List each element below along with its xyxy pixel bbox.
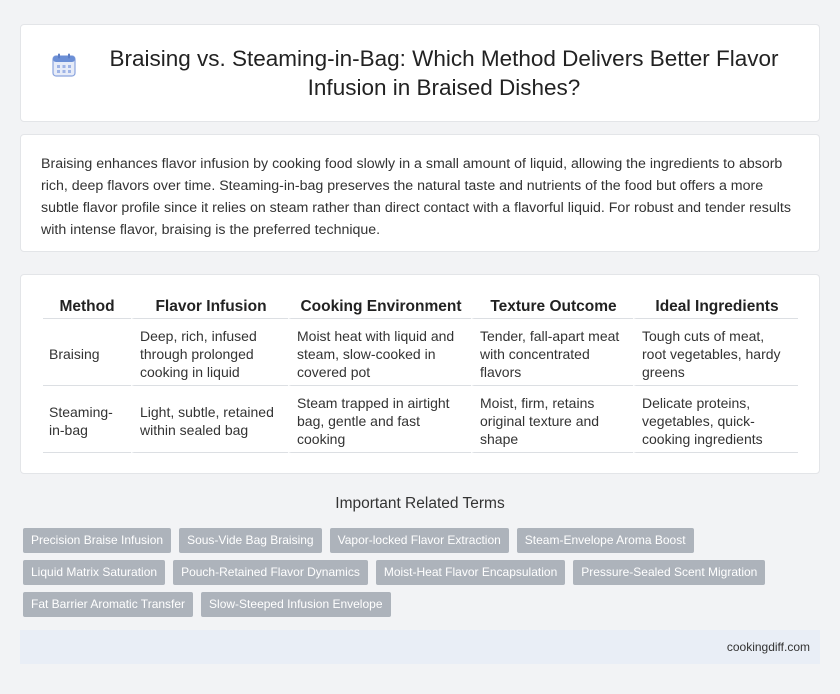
related-term-tag[interactable]: Liquid Matrix Saturation <box>23 560 166 585</box>
cell-method: Steaming-in-bag <box>43 386 131 453</box>
header-method: Method <box>43 293 131 319</box>
comparison-card: Method Flavor Infusion Cooking Environme… <box>20 274 820 474</box>
title-card: Braising vs. Steaming-in-Bag: Which Meth… <box>20 24 820 122</box>
table-row: Braising Deep, rich, infused through pro… <box>43 319 798 386</box>
cell-ideal-ingredients: Delicate proteins, vegetables, quick-coo… <box>633 386 798 453</box>
related-term-tag[interactable]: Pouch-Retained Flavor Dynamics <box>173 560 368 585</box>
header-ideal-ingredients: Ideal Ingredients <box>633 293 798 319</box>
related-term-tag[interactable]: Steam-Envelope Aroma Boost <box>516 528 694 553</box>
related-term-tag[interactable]: Precision Braise Infusion <box>23 528 172 553</box>
title-wrap: Braising vs. Steaming-in-Bag: Which Meth… <box>51 44 789 102</box>
header-cooking-environment: Cooking Environment <box>288 293 471 319</box>
cell-ideal-ingredients: Tough cuts of meat, root vegetables, har… <box>633 319 798 386</box>
calendar-icon <box>52 53 76 77</box>
cell-method: Braising <box>43 319 131 386</box>
cell-texture-outcome: Tender, fall-apart meat with concentrate… <box>471 319 633 386</box>
cell-flavor-infusion: Deep, rich, infused through prolonged co… <box>131 319 288 386</box>
related-terms-title: Important Related Terms <box>335 495 505 512</box>
cell-cooking-environment: Moist heat with liquid and steam, slow-c… <box>288 319 471 386</box>
footer-site-link[interactable]: cookingdiff.com <box>726 640 810 654</box>
related-term-tag[interactable]: Slow-Steeped Infusion Envelope <box>201 592 391 617</box>
table-row: Steaming-in-bag Light, subtle, retained … <box>43 386 798 453</box>
header-texture-outcome: Texture Outcome <box>471 293 633 319</box>
related-term-tag[interactable]: Pressure-Sealed Scent Migration <box>573 560 766 585</box>
intro-paragraph: Braising enhances flavor infusion by coo… <box>41 156 791 238</box>
intro-card: Braising enhances flavor infusion by coo… <box>20 134 820 252</box>
footer: cookingdiff.com <box>20 630 820 664</box>
cell-cooking-environment: Steam trapped in airtight bag, gentle an… <box>288 386 471 453</box>
page-title: Braising vs. Steaming-in-Bag: Which Meth… <box>109 46 779 100</box>
comparison-table: Method Flavor Infusion Cooking Environme… <box>43 293 798 453</box>
related-term-tag[interactable]: Moist-Heat Flavor Encapsulation <box>375 560 566 585</box>
related-term-tag[interactable]: Vapor-locked Flavor Extraction <box>329 528 509 553</box>
cell-flavor-infusion: Light, subtle, retained within sealed ba… <box>131 386 288 453</box>
table-header-row: Method Flavor Infusion Cooking Environme… <box>43 293 798 319</box>
related-term-tag[interactable]: Fat Barrier Aromatic Transfer <box>23 592 194 617</box>
cell-texture-outcome: Moist, firm, retains original texture an… <box>471 386 633 453</box>
related-term-tag[interactable]: Sous-Vide Bag Braising <box>179 528 322 553</box>
header-flavor-infusion: Flavor Infusion <box>131 293 288 319</box>
related-terms-list: Precision Braise Infusion Sous-Vide Bag … <box>23 528 823 617</box>
